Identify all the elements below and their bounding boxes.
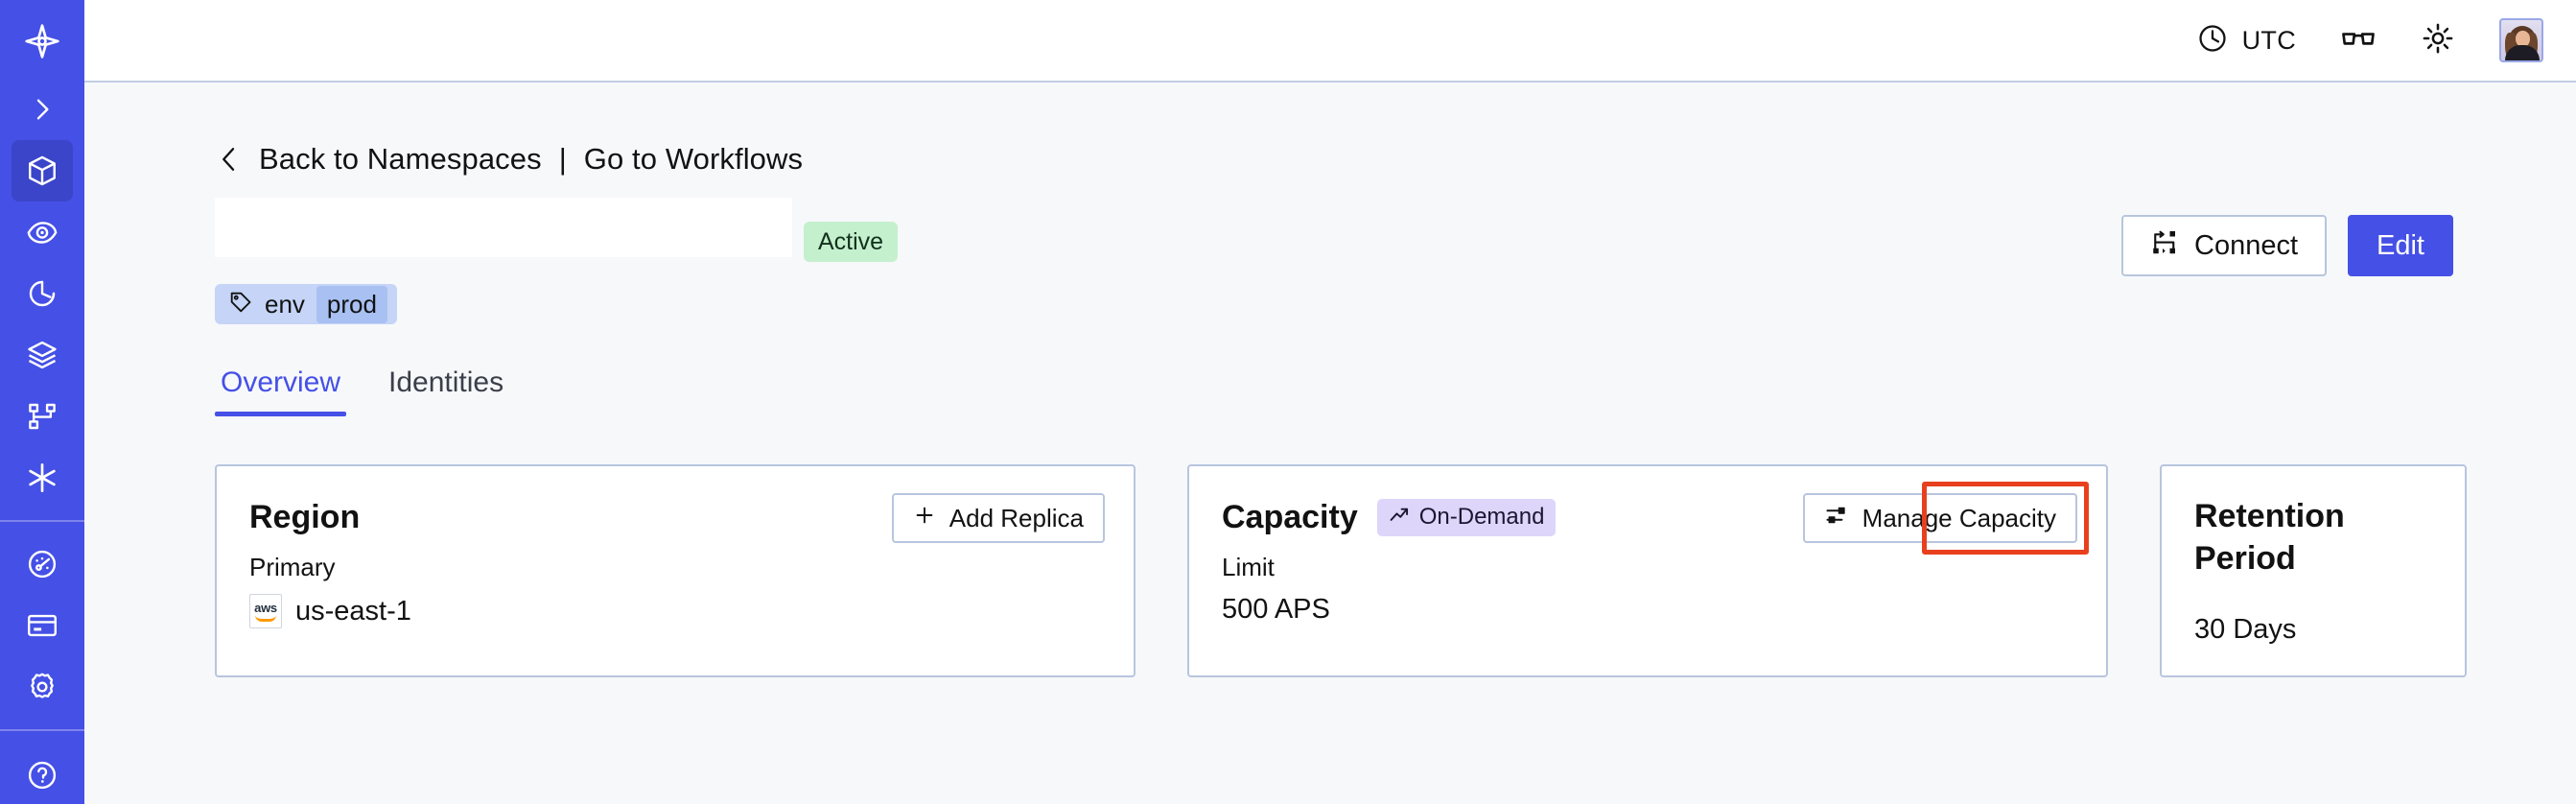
namespace-actions: Connect Edit <box>2121 215 2453 276</box>
edit-button[interactable]: Edit <box>2348 215 2453 276</box>
sidebar <box>0 0 84 804</box>
sidebar-item-integrations[interactable] <box>12 447 73 508</box>
tag-icon <box>228 290 253 319</box>
manage-capacity-button[interactable]: Manage Capacity <box>1802 493 2077 543</box>
retention-value: 30 Days <box>2194 614 2297 645</box>
topbar-actions: UTC <box>2196 18 2543 62</box>
sidebar-divider-2 <box>0 729 84 731</box>
main-area: UTC <box>84 0 2576 804</box>
sidebar-item-layers[interactable] <box>12 324 73 386</box>
region-value-row: aws us-east-1 <box>249 594 1101 628</box>
retention-card-title: Retention Period <box>2194 498 2345 577</box>
sidebar-item-observability[interactable] <box>12 201 73 263</box>
tabs-rule <box>215 414 2537 416</box>
asterisk-icon <box>24 460 60 496</box>
breadcrumb-workflows-link[interactable]: Go to Workflows <box>583 142 804 176</box>
avatar-hair-right <box>2527 33 2538 59</box>
tag-chip-env[interactable]: env prod <box>215 284 397 324</box>
region-card-header: Region <box>249 495 1101 539</box>
chevron-left-icon[interactable] <box>215 143 244 176</box>
chevron-right-icon <box>27 94 58 125</box>
breadcrumb: Back to Namespaces | Go to Workflows <box>215 138 2576 180</box>
clock-history-icon <box>25 276 59 311</box>
gauge-icon <box>25 547 59 581</box>
avatar-face <box>2516 31 2530 47</box>
cube-icon <box>25 154 59 188</box>
title-redaction-overlay <box>215 198 792 257</box>
sidebar-divider-1 <box>0 520 84 522</box>
on-demand-badge: On-Demand <box>1376 498 1557 536</box>
retention-card-header: Retention Period <box>2194 495 2432 579</box>
workflow-graph-icon <box>25 399 59 434</box>
clock-icon <box>2196 22 2229 59</box>
glasses-icon <box>2340 20 2377 61</box>
plus-icon <box>913 504 936 533</box>
sliders-icon <box>1824 503 1849 534</box>
tab-identities[interactable]: Identities <box>388 367 504 398</box>
content-area: Back to Namespaces | Go to Workflows Act… <box>84 83 2576 804</box>
region-card: Region Add Replica <box>215 464 1136 677</box>
tab-overview[interactable]: Overview <box>215 367 347 416</box>
capacity-card-header: Capacity On-Demand <box>1222 495 2073 539</box>
aws-logo-text: aws <box>254 600 277 615</box>
sidebar-item-help[interactable] <box>12 745 73 804</box>
region-card-title: Region <box>249 499 361 535</box>
sidebar-item-settings[interactable] <box>12 656 73 718</box>
sidebar-item-usage[interactable] <box>12 533 73 595</box>
timezone-label: UTC <box>2241 25 2296 55</box>
connect-button-label: Connect <box>2194 229 2299 261</box>
capacity-limit-label: Limit <box>1222 553 1275 581</box>
region-value: us-east-1 <box>295 595 411 627</box>
on-demand-badge-label: On-Demand <box>1418 504 1545 530</box>
avatar-hair-left <box>2505 33 2516 59</box>
layers-icon <box>25 338 59 372</box>
region-card-action: Add Replica <box>891 493 1105 543</box>
sidebar-item-workflows[interactable] <box>12 386 73 447</box>
add-replica-button[interactable]: Add Replica <box>891 493 1105 543</box>
region-primary-label: Primary <box>249 553 336 581</box>
topbar: UTC <box>84 0 2576 83</box>
sidebar-item-expand[interactable] <box>12 79 73 140</box>
capacity-card-action: Manage Capacity <box>1802 493 2077 543</box>
theme-toggle-button[interactable] <box>2421 21 2455 60</box>
aws-logo-smile <box>255 615 276 622</box>
trending-up-icon <box>1389 504 1410 532</box>
capacity-card: Capacity On-Demand <box>1187 464 2108 677</box>
overview-cards: Region Add Replica <box>215 464 2576 677</box>
temporal-logo-icon <box>23 22 61 60</box>
aws-logo-icon: aws <box>249 594 282 628</box>
sidebar-item-billing[interactable] <box>12 595 73 656</box>
glasses-button[interactable] <box>2340 20 2377 61</box>
connect-button[interactable]: Connect <box>2121 215 2328 276</box>
retention-card: Retention Period 30 Days <box>2160 464 2467 677</box>
status-badge: Active <box>804 222 899 262</box>
sun-icon <box>2421 21 2455 60</box>
add-replica-label: Add Replica <box>948 503 1084 532</box>
avatar-body <box>2505 45 2540 60</box>
eye-icon <box>25 215 59 249</box>
tag-key: env <box>265 289 305 319</box>
sidebar-item-logo[interactable] <box>12 4 73 79</box>
edit-button-label: Edit <box>2377 229 2424 261</box>
connect-flow-icon <box>2150 228 2179 263</box>
sidebar-item-namespaces[interactable] <box>12 140 73 201</box>
manage-capacity-label: Manage Capacity <box>1862 503 2056 532</box>
sidebar-item-schedules[interactable] <box>12 263 73 324</box>
credit-card-icon <box>25 608 59 643</box>
namespace-title-row: Active <box>215 198 2576 276</box>
gear-icon <box>25 670 59 704</box>
breadcrumb-separator: | <box>558 142 567 176</box>
breadcrumb-back-link[interactable]: Back to Namespaces <box>259 142 542 176</box>
help-circle-icon <box>25 758 59 792</box>
tag-value: prod <box>316 285 387 323</box>
capacity-value: 500 APS <box>1222 594 1330 625</box>
avatar[interactable] <box>2499 18 2543 62</box>
tabs: Overview Identities <box>215 367 2537 416</box>
timezone-selector[interactable]: UTC <box>2196 22 2296 59</box>
capacity-card-title: Capacity <box>1222 499 1358 535</box>
namespace-tags: env prod <box>215 284 2576 324</box>
